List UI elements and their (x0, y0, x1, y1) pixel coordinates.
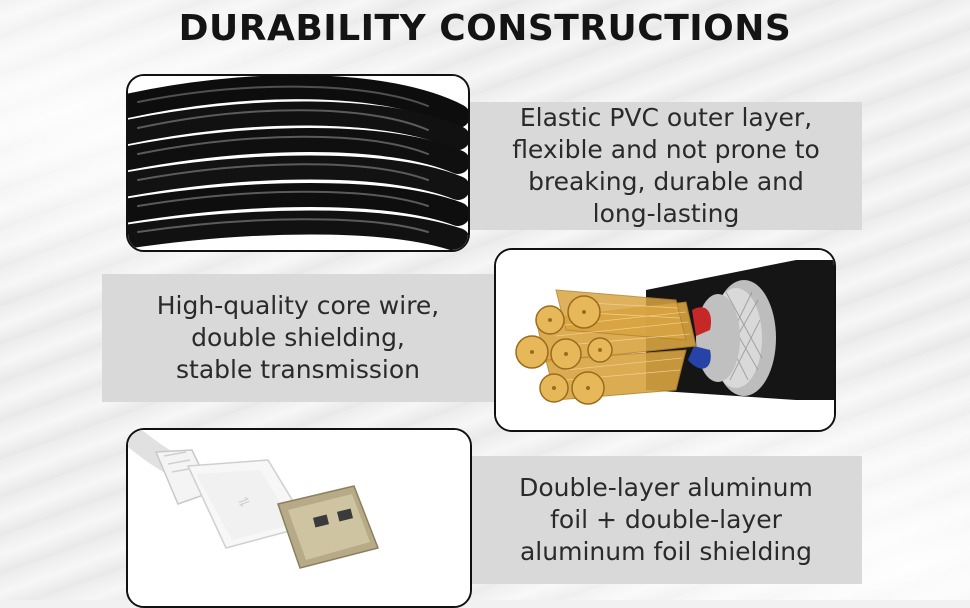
usb-connector-illustration: ⇌ (128, 430, 470, 606)
feature-text-outer-layer: Elastic PVC outer layer, flexible and no… (470, 102, 862, 230)
coiled-cable-illustration (128, 76, 468, 250)
feature-image-cable-cross-section (494, 248, 836, 432)
cable-cross-section-illustration (496, 250, 834, 430)
feature-image-usb-connector: ⇌ (126, 428, 472, 608)
feature-text-core-wire: High-quality core wire, double shielding… (102, 274, 494, 402)
page-title: DURABILITY CONSTRUCTIONS (178, 8, 792, 49)
svg-text:⇌: ⇌ (236, 493, 253, 512)
feature-text-aluminum-foil: Double-layer aluminum foil + double-laye… (470, 456, 862, 584)
feature-image-coiled-cable (126, 74, 470, 252)
